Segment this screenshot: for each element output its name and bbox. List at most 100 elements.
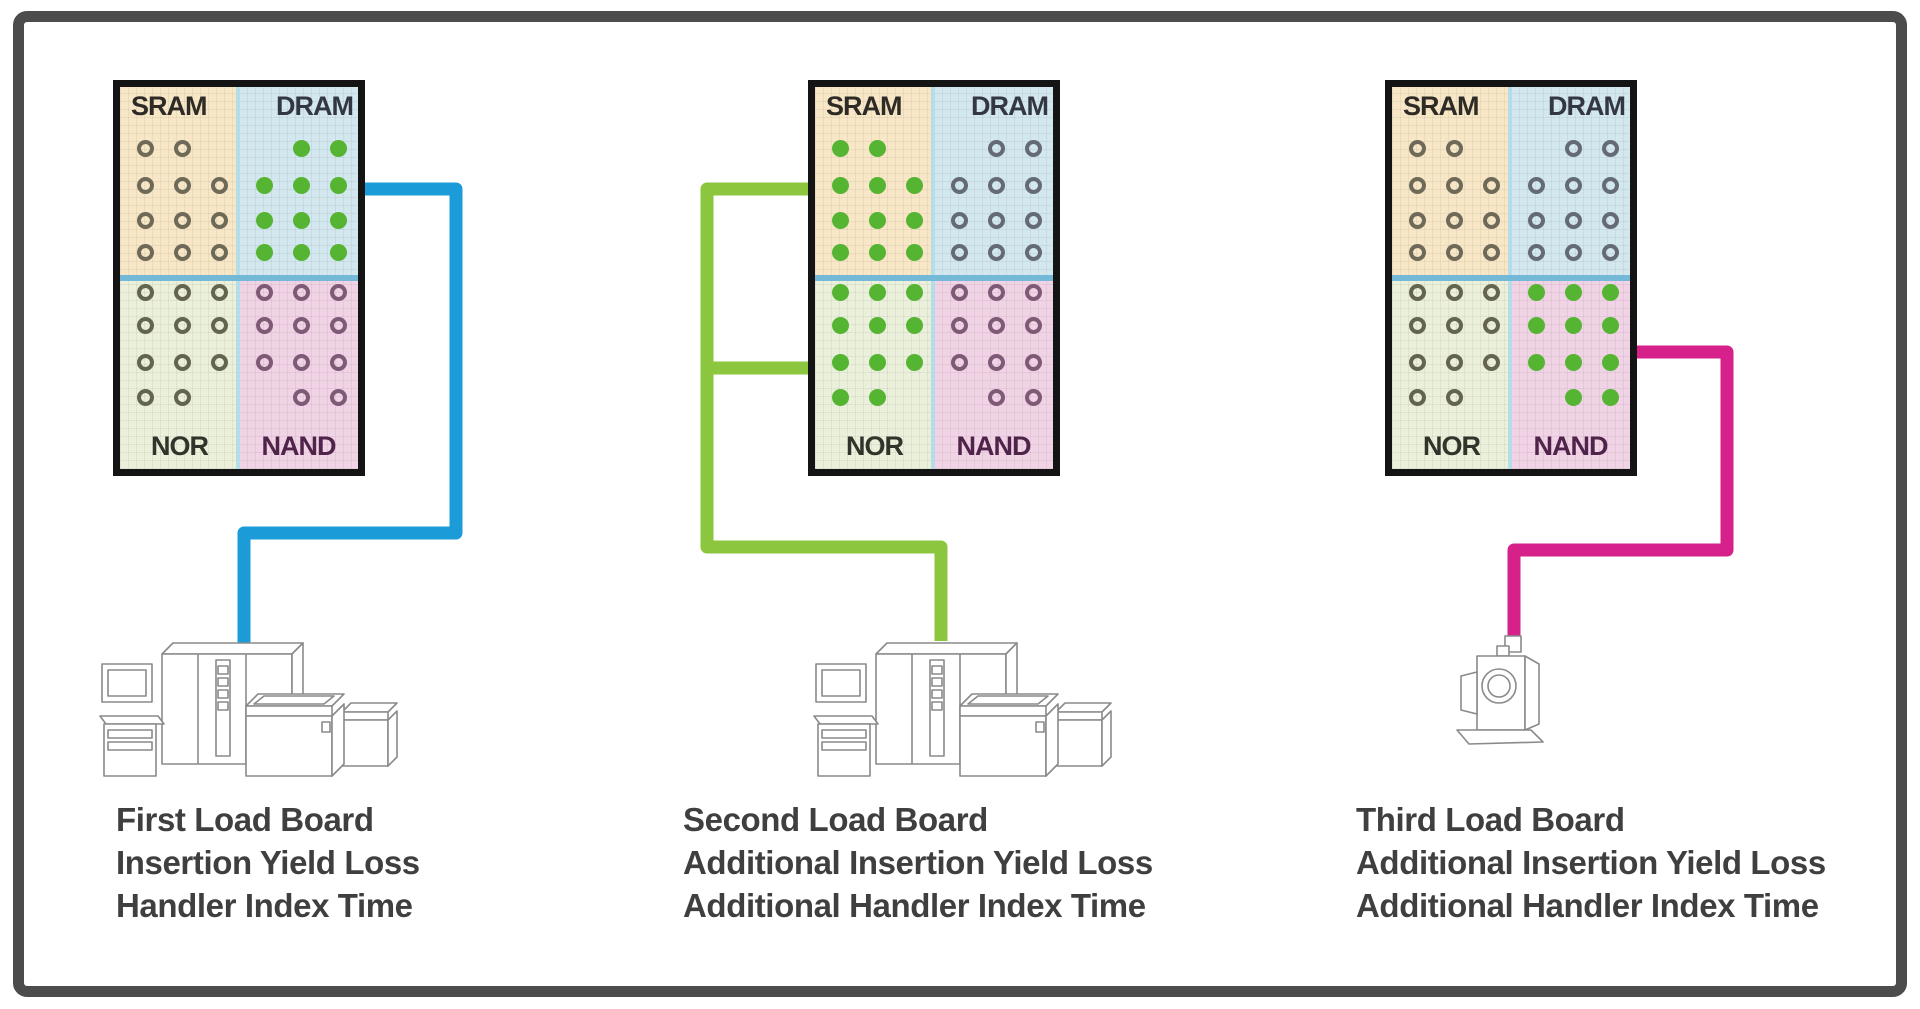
die-dot-hollow (1409, 140, 1426, 157)
die-dot-hollow (1409, 389, 1426, 406)
die-dot-hollow (174, 284, 191, 301)
map-horizontal-divider (815, 275, 1053, 281)
die-dot-filled (869, 177, 886, 194)
die-dot-filled (832, 177, 849, 194)
die-dot-filled (1528, 317, 1545, 334)
die-dot-hollow (1565, 177, 1582, 194)
die-dot-hollow (1025, 244, 1042, 261)
caption-line: Handler Index Time (116, 887, 413, 924)
die-dot-hollow (1483, 354, 1500, 371)
die-dot-hollow (1409, 284, 1426, 301)
quadrant-sram: SRAM (1392, 87, 1511, 278)
die-dot-filled (1528, 284, 1545, 301)
die-dot-filled (256, 244, 273, 261)
die-dot-hollow (1025, 317, 1042, 334)
die-dot-hollow (988, 244, 1005, 261)
map-horizontal-divider (120, 275, 358, 281)
caption-line: Additional Insertion Yield Loss (683, 844, 1153, 881)
quadrant-label-nand: NAND (956, 431, 1032, 461)
die-dot-filled (906, 284, 923, 301)
die-dot-filled (832, 140, 849, 157)
die-dot-filled (832, 212, 849, 229)
die-dot-hollow (1483, 177, 1500, 194)
die-dot-hollow (988, 140, 1005, 157)
quadrant-nor: NOR (815, 278, 934, 469)
die-dot-hollow (988, 284, 1005, 301)
die-dot-filled (1602, 354, 1619, 371)
die-dot-hollow (330, 317, 347, 334)
quadrant-nor: NOR (1392, 278, 1511, 469)
die-dot-hollow (1446, 244, 1463, 261)
die-dot-hollow (211, 212, 228, 229)
die-dot-hollow (174, 140, 191, 157)
die-dot-filled (1565, 284, 1582, 301)
die-dot-hollow (137, 317, 154, 334)
die-dot-filled (256, 212, 273, 229)
caption-third-load-board: Third Load Board Additional Insertion Yi… (1356, 798, 1826, 927)
die-dot-hollow (988, 389, 1005, 406)
die-dot-hollow (1025, 212, 1042, 229)
die-dot-filled (906, 317, 923, 334)
caption-line: Additional Insertion Yield Loss (1356, 844, 1826, 881)
die-dot-hollow (1602, 244, 1619, 261)
die-dot-hollow (1483, 212, 1500, 229)
die-dot-filled (832, 284, 849, 301)
quadrant-sram: SRAM (815, 87, 934, 278)
die-dot-filled (330, 212, 347, 229)
die-dot-filled (869, 317, 886, 334)
die-dot-hollow (951, 284, 968, 301)
die-dot-filled (1602, 284, 1619, 301)
die-dot-hollow (988, 317, 1005, 334)
compact-tester-illustration-third (1456, 635, 1544, 745)
die-dot-hollow (137, 244, 154, 261)
die-dot-hollow (330, 389, 347, 406)
die-dot-filled (1565, 389, 1582, 406)
die-dot-filled (832, 389, 849, 406)
die-dot-hollow (1565, 212, 1582, 229)
caption-line: Additional Handler Index Time (1356, 887, 1819, 924)
quadrant-label-sram: SRAM (131, 91, 207, 121)
die-dot-hollow (1446, 354, 1463, 371)
die-dot-hollow (174, 354, 191, 371)
die-dot-filled (869, 140, 886, 157)
die-dot-hollow (988, 212, 1005, 229)
die-dot-hollow (1446, 212, 1463, 229)
die-dot-filled (1565, 317, 1582, 334)
quadrant-label-nor: NOR (846, 431, 904, 461)
die-dot-filled (1602, 317, 1619, 334)
die-dot-hollow (1025, 140, 1042, 157)
die-dot-hollow (951, 212, 968, 229)
die-dot-hollow (1446, 140, 1463, 157)
quadrant-label-nor: NOR (151, 431, 209, 461)
die-dot-hollow (174, 244, 191, 261)
die-dot-hollow (988, 354, 1005, 371)
die-dot-filled (293, 177, 310, 194)
die-dot-filled (869, 284, 886, 301)
die-dot-hollow (256, 284, 273, 301)
quadrant-label-sram: SRAM (826, 91, 902, 121)
die-dot-hollow (174, 177, 191, 194)
die-dot-hollow (256, 354, 273, 371)
die-dot-hollow (1025, 389, 1042, 406)
die-dot-hollow (1528, 212, 1545, 229)
die-dot-hollow (951, 354, 968, 371)
die-dot-hollow (330, 284, 347, 301)
die-dot-hollow (137, 140, 154, 157)
caption-line: Additional Handler Index Time (683, 887, 1146, 924)
die-dot-hollow (1409, 244, 1426, 261)
quadrant-nand: NAND (239, 278, 358, 469)
die-dot-hollow (137, 284, 154, 301)
caption-line: Third Load Board (1356, 801, 1625, 838)
die-dot-hollow (1025, 177, 1042, 194)
die-dot-filled (869, 244, 886, 261)
die-dot-hollow (1483, 284, 1500, 301)
die-dot-filled (293, 244, 310, 261)
die-dot-filled (906, 244, 923, 261)
die-dot-hollow (293, 317, 310, 334)
die-dot-filled (1565, 354, 1582, 371)
die-dot-hollow (137, 389, 154, 406)
die-dot-hollow (1446, 177, 1463, 194)
die-dot-filled (330, 177, 347, 194)
